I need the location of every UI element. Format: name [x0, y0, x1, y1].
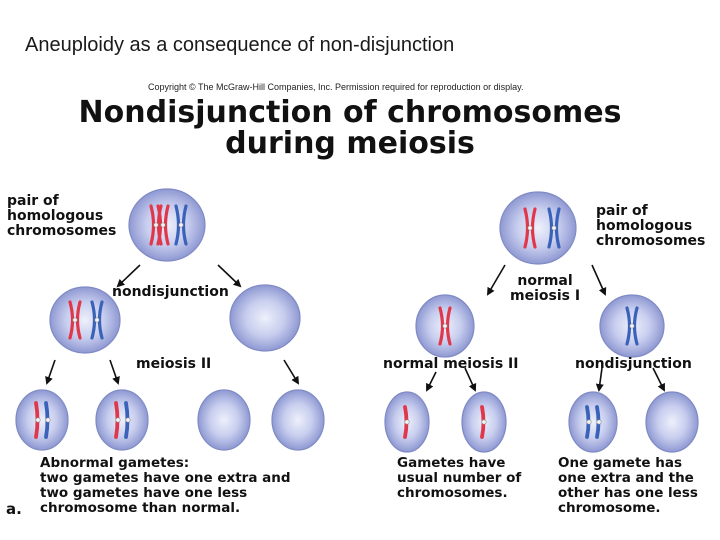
panel-a-parent-label: pair of homologous chromosomes: [7, 194, 116, 239]
arrow: [109, 359, 120, 385]
arrow: [595, 367, 604, 392]
parent-cell-b: [499, 191, 577, 265]
gamete-a-2: [95, 389, 149, 451]
arrow: [116, 264, 141, 288]
panel-a-parent-label-line: chromosomes: [7, 223, 117, 239]
arrow: [591, 264, 607, 296]
blue-chromosome: [90, 300, 104, 340]
figure-title: Nondisjunction of chromosomes during mei…: [30, 97, 670, 159]
blue-chromosome: [44, 401, 51, 439]
slide-title: Aneuploidy as a consequence of non-disju…: [25, 34, 455, 56]
panel-b-caption-right-line: One gamete has: [558, 455, 683, 471]
panel-b-normal-meiosis-ii-label: normal meiosis II: [383, 356, 519, 372]
panel-b-meiosis-i-label-line: meiosis I: [510, 288, 581, 304]
red-chromosome: [403, 405, 410, 439]
panel-b-caption-right-line: other has one less: [558, 485, 698, 501]
blue-chromosome: [547, 207, 561, 249]
red-chromosome: [68, 300, 82, 340]
gamete-b-4: [645, 391, 699, 453]
panel-b-parent-label-line: homologous: [596, 218, 693, 234]
panel-b-meiosis-i-label-line: normal: [517, 273, 573, 289]
panel-a-parent-label-line: pair of: [7, 193, 59, 209]
red-chromosome: [114, 401, 121, 439]
blue-chromosome: [585, 405, 592, 439]
panel-b-parent-label: pair of homologous chromosomes: [596, 204, 705, 249]
panel-b-caption-left-line: chromosomes.: [397, 485, 508, 501]
panel-letter-a: a.: [6, 500, 22, 518]
red-chromosome: [480, 405, 487, 439]
panel-b-caption-right: One gamete has one extra and the other h…: [558, 456, 698, 516]
arrow: [486, 264, 506, 296]
arrows-layer: [45, 264, 665, 392]
cells-layer: [15, 188, 699, 453]
panel-a-caption-line: two gametes have one less: [40, 485, 248, 501]
red-chromosome: [156, 204, 170, 246]
panel-a-caption: Abnormal gametes: two gametes have one e…: [40, 456, 291, 516]
blue-chromosome: [174, 204, 188, 246]
parent-cell-a: [128, 188, 206, 262]
panel-b-caption-left-line: usual number of: [397, 470, 522, 486]
red-chromosome: [523, 207, 537, 249]
blue-chromosome: [595, 405, 602, 439]
gamete-a-1: [15, 389, 69, 451]
panel-b-nondisjunction-label: nondisjunction: [575, 356, 692, 372]
panel-b-parent-label-line: pair of: [596, 203, 648, 219]
arrow: [652, 367, 665, 392]
meiosis-i-cell-a-left: [49, 286, 121, 354]
meiosis-i-cell-a-right: [229, 284, 301, 352]
gamete-a-4: [271, 389, 325, 451]
blue-chromosome: [124, 401, 131, 439]
figure-title-line-2: during meiosis: [225, 126, 475, 161]
panel-b-caption-left-line: Gametes have: [397, 455, 506, 471]
panel-a-nondisjunction-label: nondisjunction: [112, 284, 229, 300]
arrow: [464, 367, 477, 392]
meiosis-i-cell-b-left: [415, 294, 475, 358]
arrow: [45, 359, 56, 385]
panel-b-caption-right-line: one extra and the: [558, 470, 694, 486]
panel-a-parent-label-line: homologous: [7, 208, 104, 224]
gamete-b-1: [384, 391, 430, 453]
arrow: [426, 371, 437, 392]
gamete-b-2: [461, 391, 507, 453]
blue-chromosome: [625, 306, 639, 346]
red-chromosome: [34, 401, 41, 439]
arrow: [217, 264, 242, 288]
panel-a-caption-line: chromosome than normal.: [40, 500, 241, 516]
red-chromosome: [438, 306, 452, 346]
panel-b-caption-right-line: chromosome.: [558, 500, 661, 516]
gamete-b-3: [568, 391, 618, 453]
arrow: [283, 359, 300, 385]
meiosis-i-cell-b-right: [599, 294, 665, 358]
panel-b-normal-meiosis-i-label: normal meiosis I: [510, 274, 580, 304]
panel-a-caption-line: two gametes have one extra and: [40, 470, 291, 486]
figure-title-line-1: Nondisjunction of chromosomes: [78, 95, 622, 130]
panel-a-caption-line: Abnormal gametes:: [40, 455, 190, 471]
panel-b-caption-left: Gametes have usual number of chromosomes…: [397, 456, 521, 501]
copyright-notice: Copyright © The McGraw-Hill Companies, I…: [148, 82, 524, 92]
panel-b-parent-label-line: chromosomes: [596, 233, 706, 249]
panel-a-meiosis-ii-label: meiosis II: [136, 356, 212, 372]
gamete-a-3: [197, 389, 251, 451]
